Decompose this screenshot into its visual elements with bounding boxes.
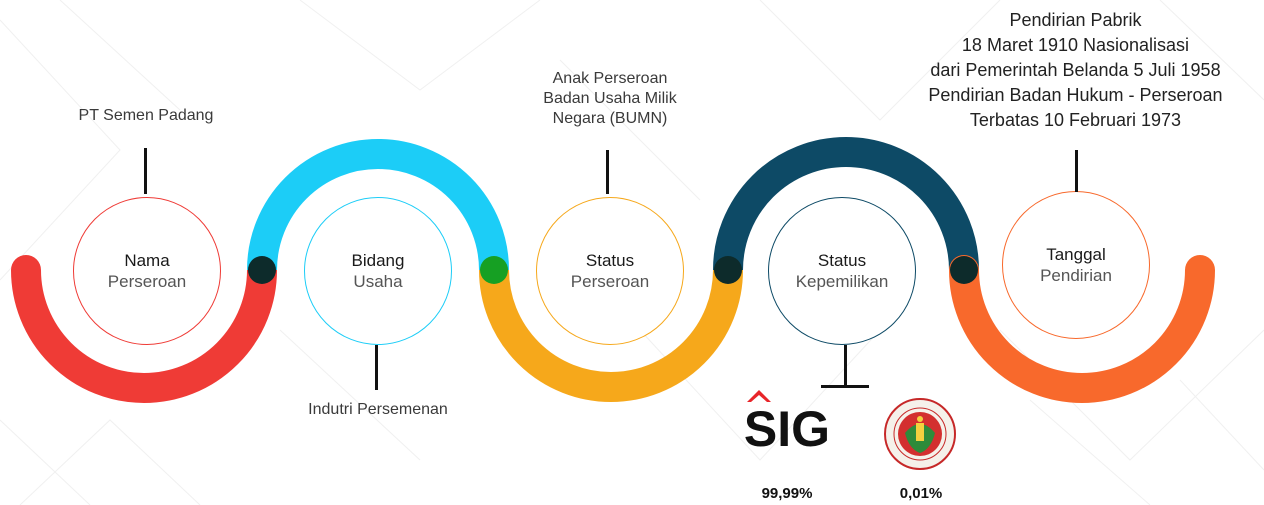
node-bidang-usaha: Bidang Usaha	[304, 197, 452, 345]
junction-dot	[950, 256, 978, 284]
label-tanggal: Pendirian Pabrik 18 Maret 1910 Nasionali…	[887, 8, 1264, 133]
svg-text:SIG: SIG	[744, 401, 830, 457]
node-status-perseroan: Status Perseroan	[536, 197, 684, 345]
arc-navy	[713, 137, 979, 271]
node-subtitle: Perseroan	[570, 272, 650, 291]
node-subtitle: Perseroan	[107, 272, 187, 291]
arc-cyan	[247, 139, 509, 271]
arc-red	[11, 255, 277, 403]
node-subtitle: Usaha	[353, 272, 403, 291]
government-ownership-percent: 0,01%	[899, 485, 943, 502]
label-line: Terbatas 10 Februari 1973	[969, 110, 1182, 130]
node-title: Nama	[124, 251, 170, 270]
node-status-kepemilikan: Status Kepemilikan	[768, 197, 916, 345]
connector-line	[844, 345, 847, 387]
label-line: Badan Usaha Milik	[543, 90, 677, 107]
node-nama-perseroan: Nama Perseroan	[73, 197, 221, 345]
sig-logo: SIG	[744, 390, 830, 457]
node-title: Status	[817, 251, 867, 270]
junction-dot	[714, 256, 742, 284]
node-tanggal-pendirian: Tanggal Pendirian	[1002, 191, 1150, 339]
label-line: Negara (BUMN)	[552, 110, 668, 127]
arc-orange	[949, 255, 1215, 403]
connector-line	[375, 345, 378, 390]
node-title: Bidang	[351, 251, 405, 270]
node-subtitle: Kepemilikan	[795, 272, 889, 291]
label-line: Anak Perseroan	[552, 70, 668, 87]
label-nama: PT Semen Padang	[66, 106, 226, 126]
label-line: 18 Maret 1910 Nasionalisasi	[961, 35, 1190, 55]
government-seal-logo	[884, 398, 956, 470]
label-line: Pendirian Badan Hukum - Perseroan	[928, 85, 1223, 105]
junction-dot	[248, 256, 276, 284]
label-line: PT Semen Padang	[78, 107, 214, 124]
connector-line	[606, 150, 609, 194]
label-line: Pendirian Pabrik	[1009, 10, 1142, 30]
label-status-perseroan: Anak Perseroan Badan Usaha Milik Negara …	[510, 69, 710, 129]
arc-amber	[479, 269, 743, 402]
node-title: Tanggal	[1046, 245, 1106, 264]
connector-line	[144, 148, 147, 194]
label-line: dari Pemerintah Belanda 5 Juli 1958	[930, 60, 1221, 80]
node-title: Status	[585, 251, 635, 270]
node-subtitle: Pendirian	[1040, 266, 1112, 285]
sig-ownership-percent: 99,99%	[761, 485, 813, 502]
connector-bar	[821, 385, 869, 388]
connector-line	[1075, 150, 1078, 192]
label-bidang: Indutri Persemenan	[278, 400, 478, 420]
label-line: Indutri Persemenan	[308, 401, 448, 418]
junction-dot	[480, 256, 508, 284]
